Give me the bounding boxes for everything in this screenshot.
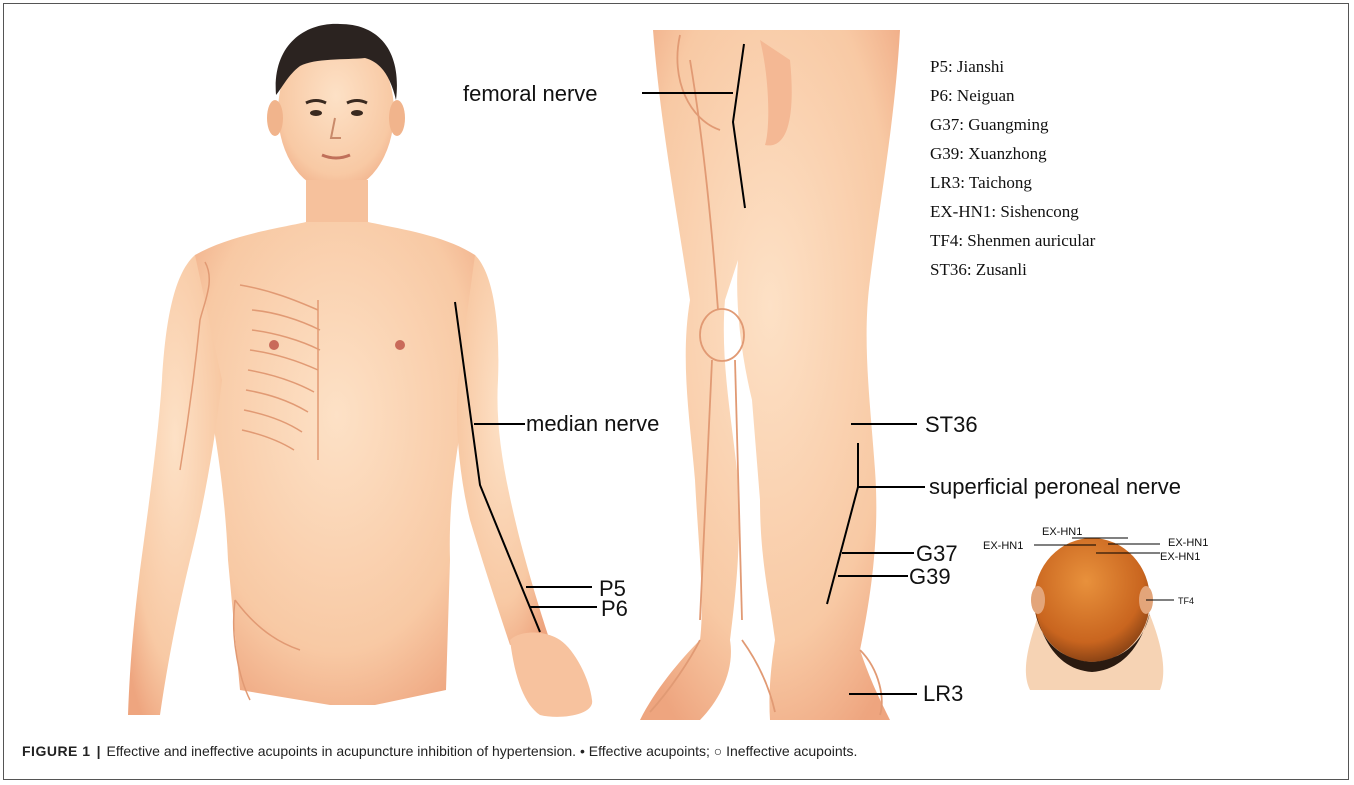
caption-text: Effective and ineffective acupoints in a… — [107, 743, 858, 759]
caption-separator: | — [97, 743, 101, 759]
legend-item: ST36: Zusanli — [930, 255, 1095, 284]
label-ex-hn1-right-top: EX-HN1 — [1168, 537, 1208, 549]
legs-figure — [640, 30, 900, 720]
head-back-figure — [1026, 538, 1163, 690]
label-ex-hn1-right-bottom: EX-HN1 — [1160, 551, 1200, 563]
caption-label: FIGURE 1 — [22, 743, 91, 759]
label-st36: ST36 — [925, 412, 978, 437]
label-tf4: TF4 — [1178, 596, 1194, 606]
label-g37: G37 — [916, 541, 958, 566]
legend-item: EX-HN1: Sishencong — [930, 197, 1095, 226]
legend-item: P6: Neiguan — [930, 81, 1095, 110]
body-figure-front — [128, 24, 592, 717]
legend-item: P5: Jianshi — [930, 52, 1095, 81]
figure-caption: FIGURE 1 | Effective and ineffective acupo… — [22, 743, 857, 759]
label-ex-hn1-top: EX-HN1 — [1042, 526, 1082, 538]
label-superficial-peroneal-nerve: superficial peroneal nerve — [929, 474, 1181, 499]
acupoint-legend: P5: Jianshi P6: Neiguan G37: Guangming G… — [930, 52, 1095, 284]
legend-item: G39: Xuanzhong — [930, 139, 1095, 168]
label-g39: G39 — [909, 564, 951, 589]
label-median-nerve: median nerve — [526, 411, 659, 436]
label-femoral-nerve: femoral nerve — [463, 81, 598, 106]
label-lr3: LR3 — [923, 681, 963, 706]
legend-item: TF4: Shenmen auricular — [930, 226, 1095, 255]
legend-item: LR3: Taichong — [930, 168, 1095, 197]
label-p6: P6 — [601, 596, 628, 621]
acupoint-illustration: femoral nerve median nerve P5 P6 ST36 su… — [0, 0, 1354, 735]
legend-item: G37: Guangming — [930, 110, 1095, 139]
label-ex-hn1-left: EX-HN1 — [983, 540, 1023, 552]
